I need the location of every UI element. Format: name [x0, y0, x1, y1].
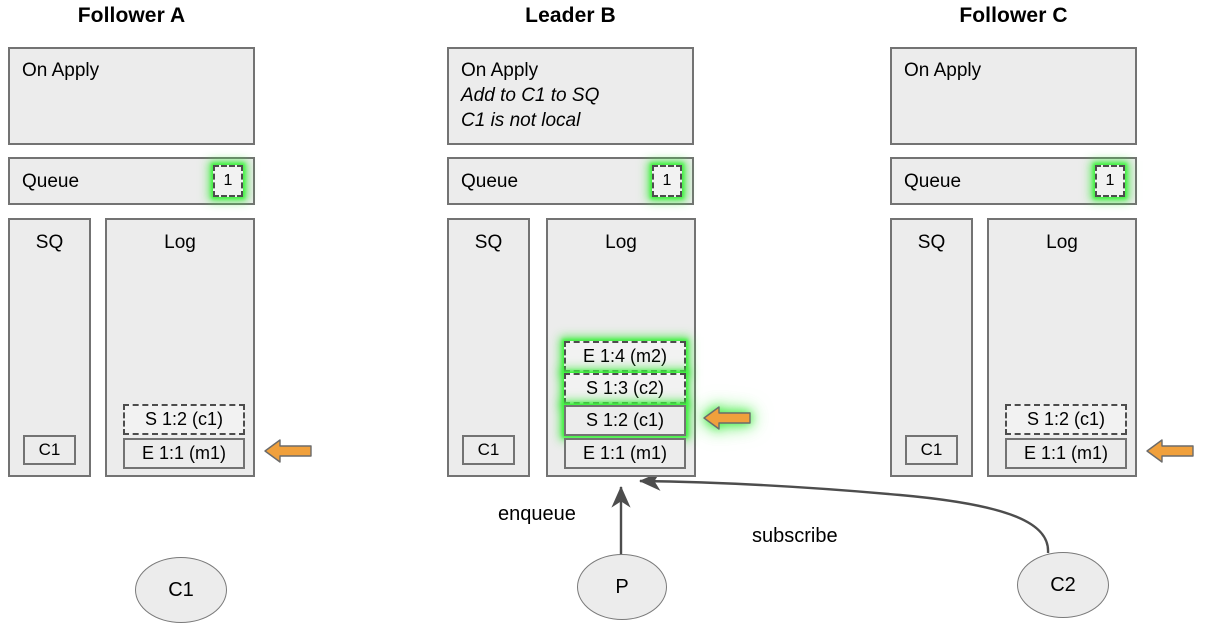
on-apply-text-leader-b: On Apply Add to C1 to SQ C1 is not local — [461, 58, 599, 133]
log-entry-follower-a-0: S 1:2 (c1) — [123, 404, 245, 435]
on-apply-text-follower-a: On Apply — [22, 58, 99, 83]
sq-chip-follower-a-c1: C1 — [23, 435, 76, 465]
sq-panel-follower-c: SQ C1 — [890, 218, 973, 477]
node-title-leader-b: Leader B — [525, 4, 616, 27]
sq-chip-leader-b-c1: C1 — [462, 435, 515, 465]
sq-label-follower-c: SQ — [917, 232, 946, 253]
log-entry-leader-b-1: S 1:3 (c2) — [564, 373, 686, 404]
queue-label-follower-a: Queue — [22, 171, 80, 192]
edge-label-subscribe: subscribe — [752, 525, 838, 547]
node-title-follower-a: Follower A — [77, 4, 186, 27]
edge-label-enqueue: enqueue — [498, 503, 576, 525]
log-entry-follower-a-1: E 1:1 (m1) — [123, 438, 245, 469]
client-node-c1: C1 — [135, 557, 227, 623]
log-entry-leader-b-0: E 1:4 (m2) — [564, 341, 686, 372]
on-apply-note-0: Add to C1 to SQ — [461, 85, 600, 106]
marker-arrow-follower-c — [1146, 439, 1194, 463]
on-apply-panel-follower-c: On Apply — [890, 47, 1137, 145]
log-panel-follower-a: Log S 1:2 (c1) E 1:1 (m1) — [105, 218, 255, 477]
log-entry-leader-b-3: E 1:1 (m1) — [564, 438, 686, 469]
queue-label-leader-b: Queue — [461, 171, 519, 192]
on-apply-text-follower-c: On Apply — [904, 58, 981, 83]
on-apply-note-1: C1 is not local — [461, 110, 581, 131]
node-title-follower-c: Follower C — [959, 4, 1068, 27]
on-apply-panel-follower-a: On Apply — [8, 47, 255, 145]
queue-panel-leader-b: Queue 1 — [447, 157, 694, 205]
queue-badge-follower-c: 1 — [1095, 165, 1125, 197]
queue-panel-follower-c: Queue 1 — [890, 157, 1137, 205]
log-entry-follower-c-1: E 1:1 (m1) — [1005, 438, 1127, 469]
sq-label-follower-a: SQ — [35, 232, 64, 253]
log-label-follower-a: Log — [164, 232, 196, 253]
log-entry-follower-c-0: S 1:2 (c1) — [1005, 404, 1127, 435]
marker-arrow-leader-b — [703, 406, 751, 430]
log-label-leader-b: Log — [605, 232, 637, 253]
log-panel-leader-b: Log E 1:4 (m2) S 1:3 (c2) S 1:2 (c1) E 1… — [546, 218, 696, 477]
queue-panel-follower-a: Queue 1 — [8, 157, 255, 205]
sq-label-leader-b: SQ — [474, 232, 503, 253]
queue-badge-leader-b: 1 — [652, 165, 682, 197]
edge-subscribe — [639, 471, 1050, 554]
log-label-follower-c: Log — [1046, 232, 1078, 253]
log-panel-follower-c: Log S 1:2 (c1) E 1:1 (m1) — [987, 218, 1137, 477]
log-entry-leader-b-2: S 1:2 (c1) — [564, 405, 686, 436]
client-node-p: P — [577, 554, 667, 620]
client-node-c2: C2 — [1017, 552, 1109, 618]
queue-badge-follower-a: 1 — [213, 165, 243, 197]
on-apply-label: On Apply — [904, 60, 982, 81]
sq-chip-follower-c-c1: C1 — [905, 435, 958, 465]
on-apply-label: On Apply — [461, 60, 539, 81]
marker-arrow-follower-a — [264, 439, 312, 463]
sq-panel-follower-a: SQ C1 — [8, 218, 91, 477]
on-apply-panel-leader-b: On Apply Add to C1 to SQ C1 is not local — [447, 47, 694, 145]
sq-panel-leader-b: SQ C1 — [447, 218, 530, 477]
queue-label-follower-c: Queue — [904, 171, 962, 192]
on-apply-label: On Apply — [22, 60, 100, 81]
